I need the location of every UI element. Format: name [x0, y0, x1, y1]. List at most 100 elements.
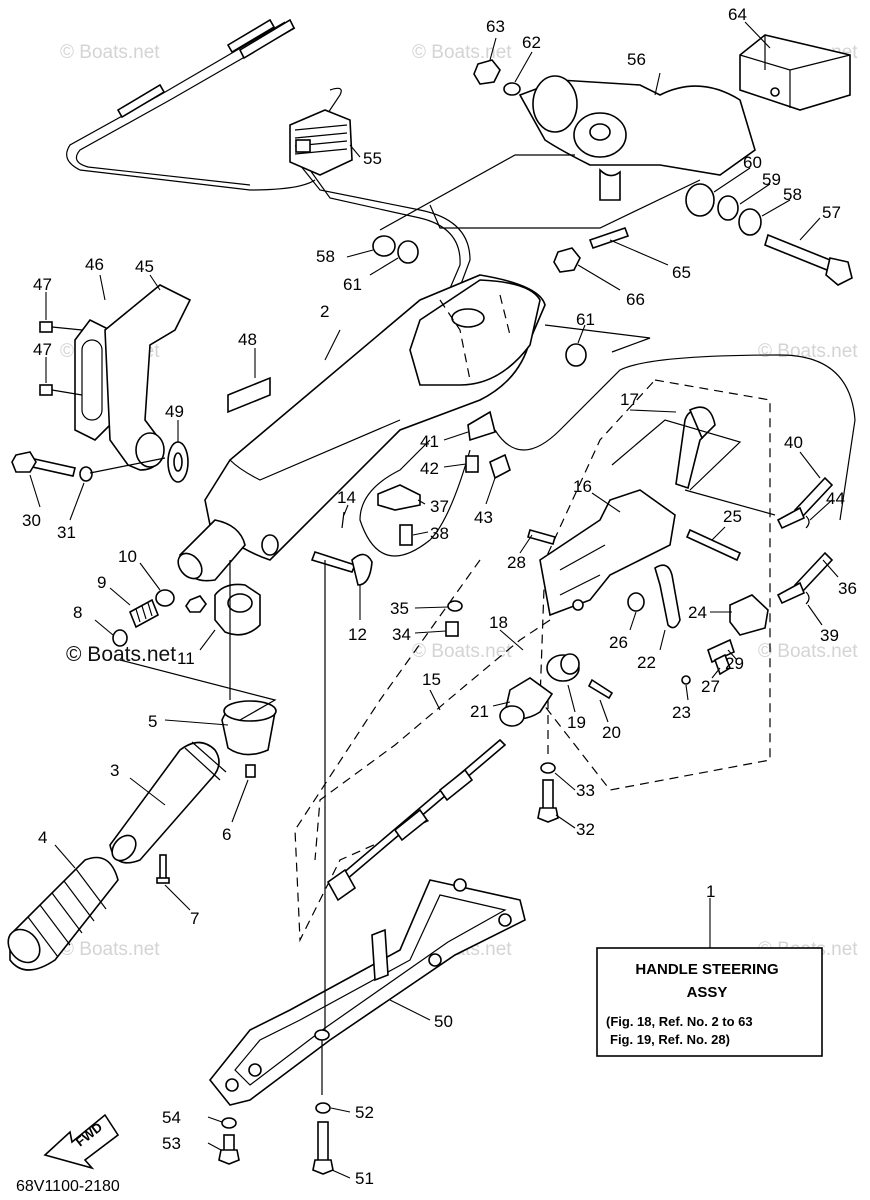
watermark-7: © Boats.net: [412, 641, 512, 662]
bottom-cover-inner: [234, 894, 507, 1086]
screw-28: [527, 529, 556, 545]
block-24: [729, 594, 769, 636]
leader-lines: [29, 21, 839, 1179]
stop-switch-55: [289, 109, 353, 176]
info-box: HANDLE STEERING ASSY (Fig. 18, Ref. No. …: [596, 898, 823, 1057]
label-30: 30: [22, 511, 41, 530]
washer-59: [717, 195, 739, 221]
mount-64-edges: [739, 35, 851, 108]
cables: [66, 18, 856, 902]
bracket-axis-lines-2: [429, 179, 701, 229]
bottom-cover-group: [208, 560, 526, 1175]
bolt-30-axis: [89, 457, 166, 474]
clip-44: [805, 515, 810, 529]
cover-boss-post: [314, 1029, 330, 1041]
label-15: 15: [422, 670, 441, 689]
washer-35: [447, 600, 463, 612]
nut-11-small: [185, 595, 207, 613]
stop-switch-terminal: [295, 139, 311, 153]
bolt-57-head: [825, 257, 853, 286]
handle-hidden-lines: [439, 294, 511, 381]
fwd-arrow-shape: [43, 1113, 120, 1170]
label-55: 55: [363, 149, 382, 168]
knob-12: [351, 553, 373, 586]
linkage-group: [499, 406, 834, 823]
label-65: 65: [672, 263, 691, 282]
bolt-57-shank: [764, 233, 836, 274]
label-4: 4: [38, 828, 47, 847]
arm-21-bushing: [499, 705, 525, 727]
decal-48: [227, 376, 271, 414]
label-39: 39: [820, 626, 839, 645]
label-12: 12: [348, 625, 367, 644]
dashed-outline-15: [294, 559, 481, 943]
washer-8: [112, 629, 128, 647]
cover-hole-d: [225, 1078, 239, 1092]
washer-54: [221, 1117, 237, 1129]
screw-7-shank: [159, 854, 167, 882]
cable-end-sleeve-b: [226, 18, 276, 54]
label-57: 57: [822, 203, 841, 222]
shaft-rings: [184, 741, 227, 781]
label-2: 2: [320, 302, 329, 321]
bracket-16: [539, 489, 676, 617]
bracket-56-eye-hole: [589, 123, 611, 141]
label-47b: 47: [33, 340, 52, 359]
watermark-9: © Boats.net: [60, 939, 160, 960]
cable-end-sleeve-a: [116, 83, 166, 119]
screw-47-b: [39, 384, 53, 396]
label-34: 34: [392, 625, 411, 644]
dashed-outline-18: [314, 619, 551, 861]
part-labels: 1 2 3 4 5 6 7 8 9 10 12 14 15 16 17 18 1…: [22, 5, 857, 1188]
label-33: 33: [576, 781, 595, 800]
label-17: 17: [620, 390, 639, 409]
label-63: 63: [486, 17, 505, 36]
label-58a: 58: [316, 247, 335, 266]
label-20: 20: [602, 723, 621, 742]
screw-12-shank: [310, 551, 357, 573]
label-6: 6: [222, 825, 231, 844]
lever-17-gear: [688, 406, 716, 440]
label-27: 27: [701, 677, 720, 696]
bolt-51-shank: [317, 1121, 329, 1163]
bushing-61-left: [397, 240, 419, 264]
info-box-title: HANDLE STEERING: [635, 961, 778, 978]
watermark-callout: © Boats.net: [66, 643, 176, 666]
fwd-arrow: FWD: [43, 1113, 120, 1170]
gear-19-hub: [560, 653, 580, 675]
grip-end-cap: [7, 928, 41, 964]
clip-41: [467, 410, 496, 442]
handle-seam: [229, 419, 401, 481]
label-3: 3: [110, 761, 119, 780]
label-25: 25: [723, 507, 742, 526]
label-60: 60: [743, 153, 762, 172]
label-61b: 61: [576, 310, 595, 329]
cover-hole-e: [248, 1063, 262, 1077]
bushing-61-right: [565, 343, 587, 367]
label-45: 45: [135, 257, 154, 276]
screw-6: [245, 764, 256, 778]
label-28: 28: [507, 553, 526, 572]
label-35: 35: [390, 599, 409, 618]
screw-42: [465, 455, 479, 473]
clip-37: [377, 484, 421, 511]
collar-top: [223, 700, 277, 722]
lever-22: [654, 564, 681, 629]
loop-cable-center: [359, 439, 471, 557]
label-22: 22: [637, 653, 656, 672]
label-40: 40: [784, 433, 803, 452]
loop-cable-right: [494, 354, 856, 521]
watermarks: © Boats.net © Boats.net © Boats.net © Bo…: [60, 42, 858, 960]
rod-sleeve-2: [438, 768, 474, 802]
watermark-2: © Boats.net: [412, 42, 512, 63]
label-58b: 58: [783, 185, 802, 204]
mount-64-hole: [770, 87, 780, 97]
washer-58-right: [738, 208, 762, 236]
label-59: 59: [762, 170, 781, 189]
watermark-8: © Boats.net: [758, 641, 858, 662]
cover-hole-c: [428, 953, 442, 967]
tiller-small-parts: [112, 560, 277, 721]
label-9: 9: [97, 573, 106, 592]
diagram-code: 68V1100-2180: [16, 1178, 120, 1195]
